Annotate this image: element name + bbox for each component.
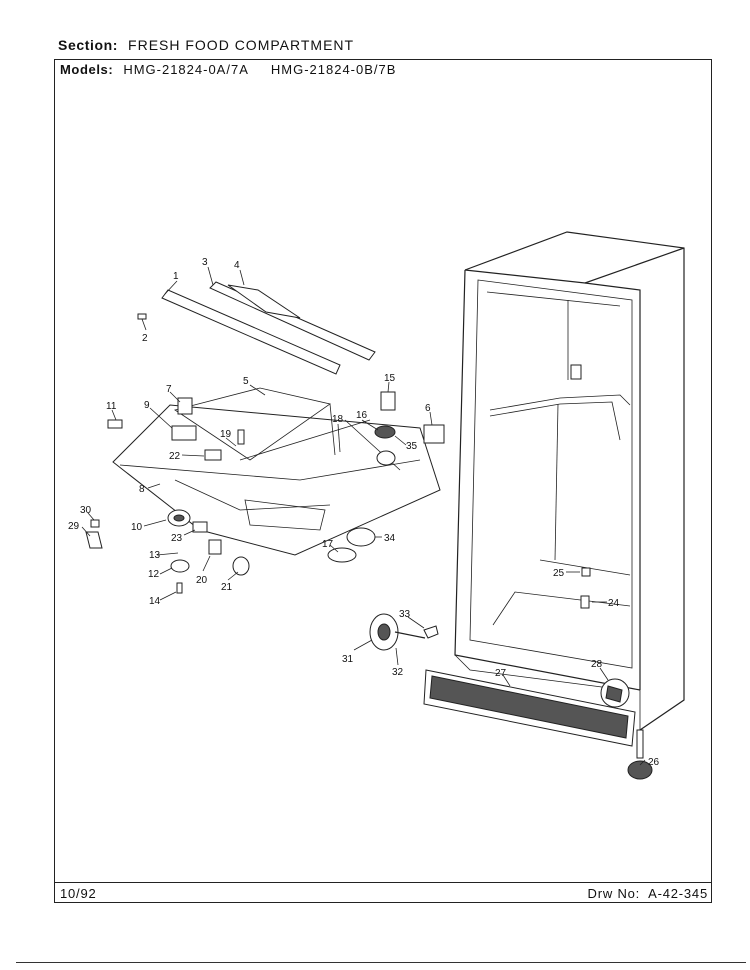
toe-grille: [423, 669, 636, 747]
bottom-rule: [16, 962, 746, 963]
leveling-leg: [627, 729, 653, 780]
footer-divider: [54, 882, 712, 883]
callout-10: 10: [131, 522, 143, 533]
revision-date: 10/92: [60, 886, 97, 901]
callout-26: 26: [648, 757, 660, 768]
callout-28: 28: [591, 659, 603, 670]
callout-13: 13: [149, 550, 161, 561]
control-housing: [107, 387, 441, 556]
model-number: HMG-21824-0B/7B: [270, 62, 397, 77]
callout-5: 5: [243, 376, 249, 387]
section-value: FRESH FOOD COMPARTMENT: [128, 37, 355, 53]
section-heading: Section: FRESH FOOD COMPARTMENT: [58, 37, 354, 53]
callout-19: 19: [220, 429, 232, 440]
callout-7: 7: [166, 384, 172, 395]
callout-34: 34: [384, 533, 396, 544]
callout-15: 15: [384, 373, 396, 384]
trim-strips: [137, 281, 376, 375]
drawing-number: A-42-345: [648, 886, 708, 901]
callout-31: 31: [342, 654, 354, 665]
callout-27: 27: [495, 668, 507, 679]
callout-32: 32: [392, 667, 404, 678]
callout-8: 8: [139, 484, 145, 495]
crisper-bracket-parts: [580, 567, 591, 609]
callout-33: 33: [399, 609, 411, 620]
section-label: Section:: [58, 37, 119, 53]
callout-1: 1: [173, 271, 179, 282]
callout-11: 11: [106, 401, 117, 412]
callout-6: 6: [425, 403, 431, 414]
small-parts: [85, 391, 445, 594]
drawing-number-block: Drw No: A-42-345: [588, 886, 708, 901]
callout-9: 9: [144, 400, 150, 411]
models-label: Models:: [60, 62, 114, 77]
hinge-cover: [600, 678, 630, 708]
callout-25: 25: [553, 568, 565, 579]
callout-17: 17: [322, 539, 334, 550]
callout-12: 12: [148, 569, 160, 580]
callout-23: 23: [171, 533, 183, 544]
callout-14: 14: [149, 596, 161, 607]
drawing-label: Drw No:: [587, 886, 641, 901]
callout-2: 2: [142, 333, 148, 344]
fan-assembly: [369, 613, 439, 651]
callout-21: 21: [221, 582, 233, 593]
leader-lines: [81, 266, 646, 766]
callout-labels: 1 2 3 4 5 6 7 8 9 10 11 12 13 14 15 16 1…: [68, 257, 660, 768]
callout-18: 18: [332, 414, 344, 425]
callout-35: 35: [406, 441, 418, 452]
callout-24: 24: [608, 598, 620, 609]
model-number: HMG-21824-0A/7A: [123, 62, 249, 77]
models-heading: Models: HMG-21824-0A/7A HMG-21824-0B/7B: [60, 62, 418, 77]
diagram-frame: [54, 59, 712, 903]
callout-29: 29: [68, 521, 80, 532]
callout-4: 4: [234, 260, 240, 271]
refrigerator-cabinet: [454, 231, 685, 735]
callout-30: 30: [80, 505, 92, 516]
callout-22: 22: [169, 451, 181, 462]
callout-16: 16: [356, 410, 368, 421]
callout-3: 3: [202, 257, 208, 268]
callout-20: 20: [196, 575, 208, 586]
